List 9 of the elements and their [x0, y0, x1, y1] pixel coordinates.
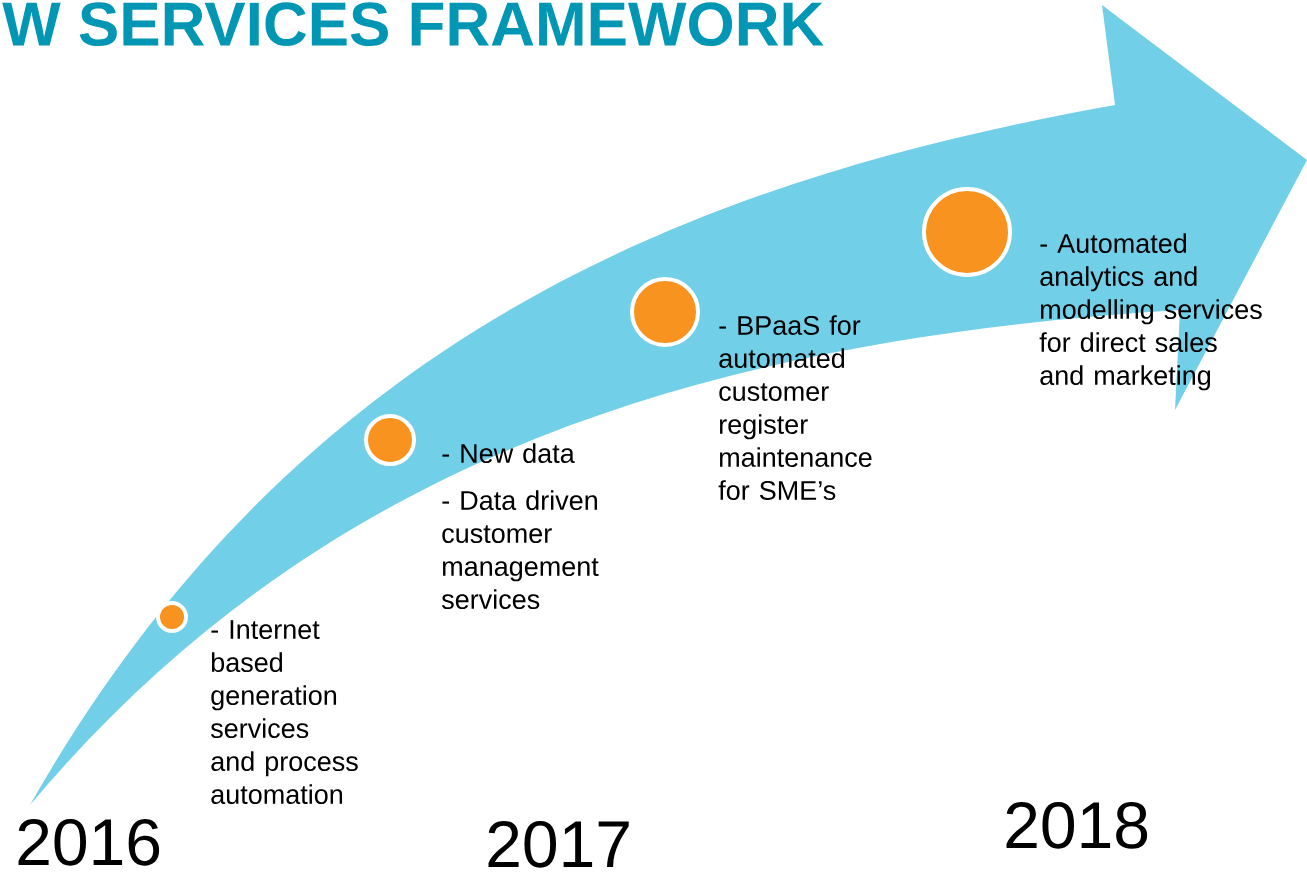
timeline-dot	[922, 187, 1012, 277]
timeline-dot	[630, 277, 700, 347]
year-label: 2018	[1006, 801, 1148, 849]
year-label: 2017	[488, 820, 629, 868]
milestone-text: - Data driven customer management services	[441, 490, 599, 610]
title: W SERVICES FRAMEWORK	[2, 2, 824, 47]
timeline-dot	[156, 601, 188, 633]
milestone-text: - Internet based generation services and process automation	[210, 620, 358, 805]
year-label: 2016	[18, 818, 160, 866]
